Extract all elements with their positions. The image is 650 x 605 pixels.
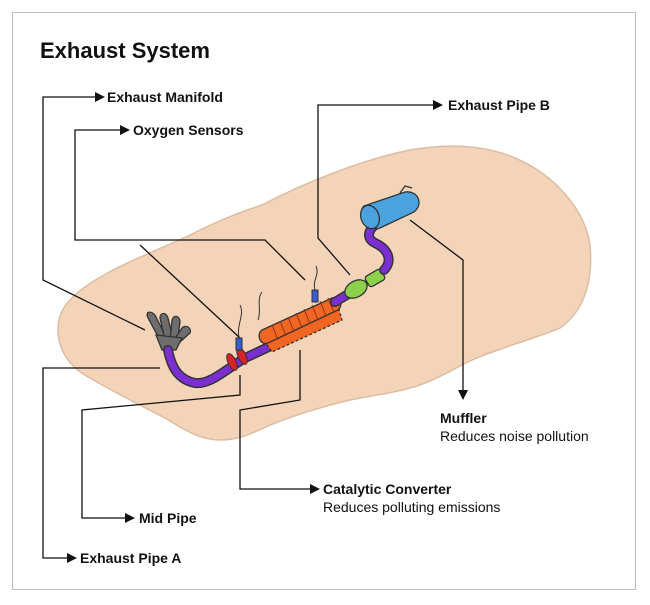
label-catalytic-converter: Catalytic Converter bbox=[323, 481, 452, 497]
leader-exhaust-manifold bbox=[42, 92, 146, 331]
exhaust-manifold-part bbox=[146, 311, 192, 351]
label-exhaust-pipe-a: Exhaust Pipe A bbox=[80, 550, 182, 566]
page-title: Exhaust System bbox=[40, 38, 210, 63]
label-catalytic-converter-description: Reduces polluting emissions bbox=[323, 499, 501, 515]
leader-exhaust-pipe-a bbox=[42, 367, 160, 563]
leader-catalytic-converter bbox=[239, 350, 320, 494]
muffler-part bbox=[359, 185, 420, 230]
label-mid-pipe: Mid Pipe bbox=[139, 510, 197, 526]
label-muffler-description: Reduces noise pollution bbox=[440, 428, 589, 444]
oxygen-sensor-parts bbox=[235, 265, 319, 351]
label-exhaust-pipe-b: Exhaust Pipe B bbox=[448, 97, 550, 113]
label-muffler: Muffler bbox=[440, 410, 487, 426]
resonator-part bbox=[344, 268, 386, 299]
label-oxygen-sensors: Oxygen Sensors bbox=[133, 122, 244, 138]
label-exhaust-manifold: Exhaust Manifold bbox=[107, 89, 223, 105]
leader-mid-pipe bbox=[81, 375, 241, 523]
catalytic-converter-part bbox=[258, 297, 343, 353]
leader-muffler bbox=[409, 219, 468, 400]
leader-exhaust-pipe-b bbox=[317, 100, 443, 276]
mid-pipe-flanges bbox=[226, 347, 248, 371]
leader-oxygen-sensor-2 bbox=[139, 244, 241, 339]
car-body-silhouette bbox=[57, 145, 592, 441]
leader-oxygen-sensors bbox=[74, 125, 306, 281]
